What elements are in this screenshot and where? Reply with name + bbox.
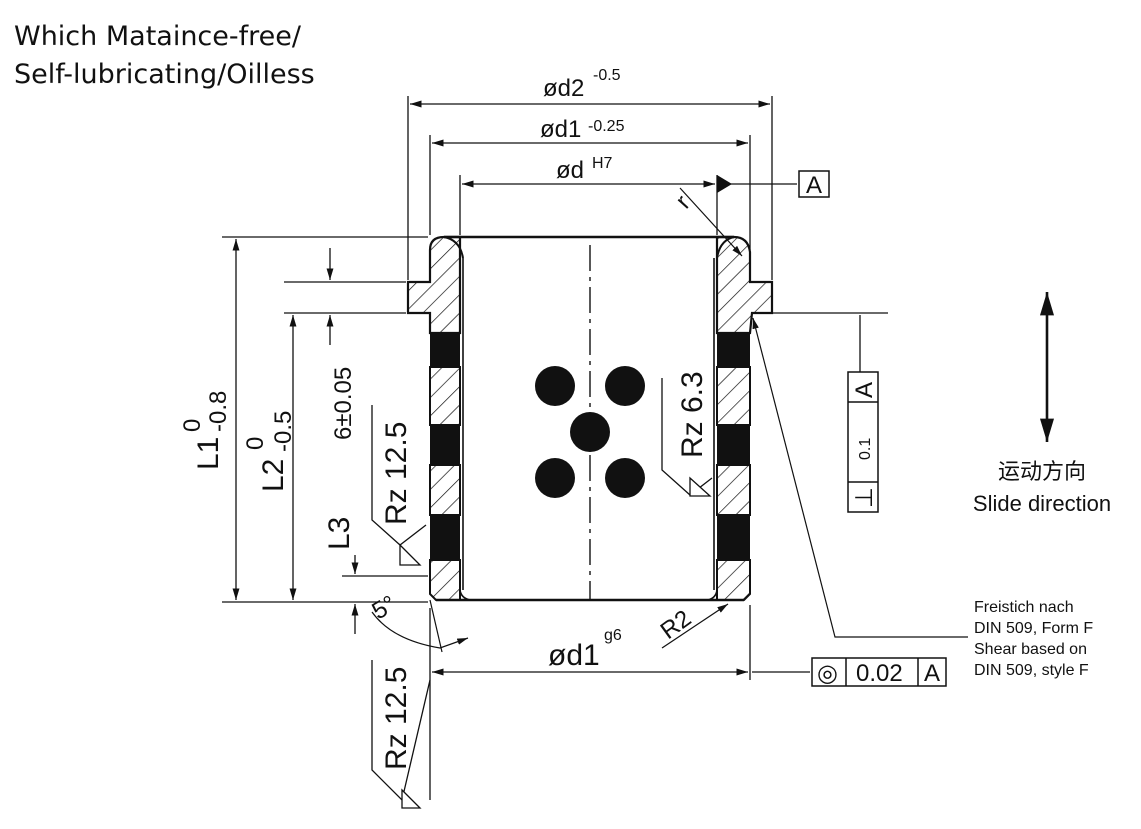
concentricity-value: 0.02 xyxy=(856,660,903,687)
plug-top-right xyxy=(605,366,645,406)
perpendicularity-value: 0.1 xyxy=(857,438,874,460)
roughness-left-outer-label: Rz 12.5 xyxy=(380,667,413,770)
roughness-symbol-left-outer xyxy=(371,660,431,809)
d1-bottom-label: ød1 xyxy=(548,639,600,672)
slide-direction-zh: 运动方向 xyxy=(997,459,1086,484)
l2-label: L2 xyxy=(257,459,290,492)
left-wall-section xyxy=(406,235,462,601)
radius-r-leader xyxy=(679,187,743,257)
undercut-note-line-4: DIN 509, style F xyxy=(974,662,1089,679)
concentricity-frame xyxy=(811,657,947,687)
d1-label: ød1 xyxy=(540,116,581,143)
angle-label: 5° xyxy=(368,590,401,625)
undercut-note-line-3: Shear based on xyxy=(974,641,1087,658)
undercut-note-line-2: DIN 509, Form F xyxy=(974,620,1094,637)
plug-bottom-right xyxy=(605,458,645,498)
plug-top-left xyxy=(535,366,575,406)
angle-arc xyxy=(371,611,469,649)
l1-lower-tolerance: -0.8 xyxy=(205,391,232,432)
datum-a-label: A xyxy=(806,172,822,199)
flange-thickness-label: 6±0.05 xyxy=(330,367,357,440)
l3-label: L3 xyxy=(323,517,356,550)
concentricity-symbol: ◎ xyxy=(817,660,838,687)
slide-direction-caption: 运动方向 Slide direction xyxy=(958,456,1126,520)
roughness-right-inner-label: Rz 6.3 xyxy=(676,371,709,458)
undercut-note-leader xyxy=(752,317,968,638)
length-dimensions xyxy=(222,236,888,634)
roughness-symbol-left-inner xyxy=(371,405,427,566)
datum-triangle xyxy=(717,175,732,193)
d1-bottom-tolerance: g6 xyxy=(604,627,622,644)
plug-center xyxy=(570,412,610,452)
undercut-note: Freistich nach DIN 509, Form F Shear bas… xyxy=(974,597,1093,681)
d2-label: ød2 xyxy=(543,75,584,102)
drawing-heading: Which Mataince-free/ Self-lubricating/Oi… xyxy=(14,18,315,94)
concentricity-datum: A xyxy=(924,660,940,687)
roughness-left-inner-label: Rz 12.5 xyxy=(380,422,413,525)
radius-r2-leader xyxy=(661,603,729,649)
slide-direction-en: Slide direction xyxy=(972,491,1112,516)
l2-upper-tolerance: 0 xyxy=(242,437,269,450)
l1-upper-tolerance: 0 xyxy=(179,419,206,432)
roughness-symbol-right-inner xyxy=(661,378,713,497)
radius-r2-label: R2 xyxy=(656,605,697,645)
d-tolerance: H7 xyxy=(592,155,613,172)
d1-tolerance: -0.25 xyxy=(588,118,625,135)
perpendicularity-symbol: ⊥ xyxy=(851,487,878,508)
heading-line-2: Self-lubricating/Oilless xyxy=(14,59,315,90)
perpendicularity-datum: A xyxy=(851,382,878,398)
angle-line xyxy=(429,599,443,653)
l2-lower-tolerance: -0.5 xyxy=(270,411,297,452)
datum-a-box xyxy=(798,170,830,198)
right-wall-section xyxy=(715,235,774,601)
l1-label: L1 xyxy=(192,437,225,470)
plug-bottom-left xyxy=(535,458,575,498)
d-label: ød xyxy=(556,157,584,184)
heading-line-1: Which Mataince-free/ xyxy=(14,21,301,52)
undercut-note-line-1: Freistich nach xyxy=(974,599,1074,616)
perpendicularity-frame xyxy=(847,371,879,513)
d2-tolerance: -0.5 xyxy=(593,67,621,84)
lubricant-plugs xyxy=(535,366,645,498)
